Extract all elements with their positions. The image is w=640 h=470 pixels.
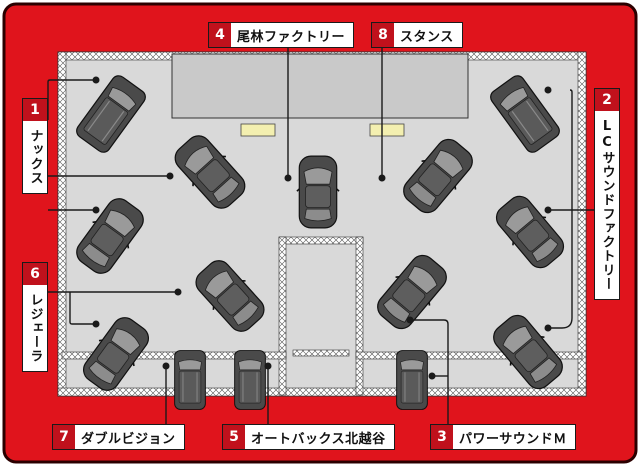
label-number: 2 [595, 89, 619, 111]
label-shop-2: 2 LCサウンドファクトリー [594, 88, 620, 300]
label-text: ダブルビジョン [81, 431, 176, 447]
label-shop-8: 8 スタンス [371, 22, 463, 48]
label-text: ナックス [27, 129, 43, 185]
label-shop-3: 3 パワーサウンドＭ [430, 424, 576, 450]
building [171, 53, 469, 119]
leader-dots [92, 76, 552, 380]
car-3c [396, 350, 428, 410]
label-text: スタンス [400, 29, 454, 45]
car-7b [174, 350, 206, 410]
label-number: 3 [431, 425, 453, 449]
leader-lines [47, 46, 594, 426]
label-text: 尾林ファクトリー [237, 29, 346, 45]
label-shop-4: 4 尾林ファクトリー [208, 22, 355, 48]
car-5 [234, 350, 266, 410]
label-number: 8 [372, 23, 394, 47]
car-4 [296, 155, 340, 229]
label-number: 6 [23, 263, 47, 285]
label-shop-1: 1 ナックス [22, 98, 48, 194]
label-shop-5: 5 オートバックス北越谷 [222, 424, 395, 450]
label-text: レジェーラ [27, 293, 43, 363]
label-text: パワーサウンドＭ [459, 431, 567, 447]
label-number: 5 [223, 425, 245, 449]
label-text: オートバックス北越谷 [251, 431, 386, 447]
label-number: 7 [53, 425, 75, 449]
label-shop-7: 7 ダブルビジョン [52, 424, 185, 450]
label-shop-6: 6 レジェーラ [22, 262, 48, 372]
label-number: 1 [23, 99, 47, 121]
label-number: 4 [209, 23, 231, 47]
label-text: LCサウンドファクトリー [599, 119, 615, 291]
